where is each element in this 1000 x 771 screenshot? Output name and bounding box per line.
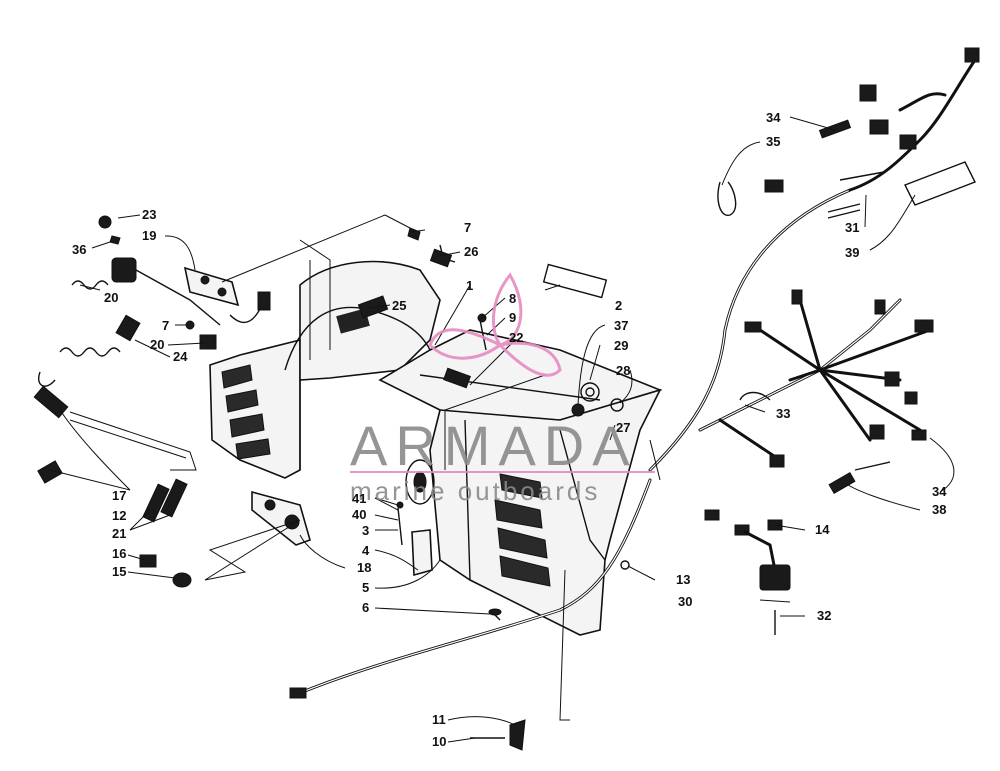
gauge-plate (251, 490, 311, 546)
choke-cable-assembly (33, 385, 197, 523)
callout-4: 4 (362, 543, 370, 558)
callout-6: 6 (362, 600, 369, 615)
callout-20-lower: 20 (150, 337, 164, 352)
lamp-switch-group (139, 519, 301, 588)
callout-36: 36 (72, 242, 86, 257)
callout-34-lower: 34 (932, 484, 947, 499)
callout-3: 3 (362, 523, 369, 538)
callout-8: 8 (509, 291, 516, 306)
callout-17: 17 (112, 488, 126, 503)
watermark: ARMADA marine outboards (350, 272, 655, 506)
callout-30: 30 (678, 594, 692, 609)
watermark-tagline: marine outboards (350, 476, 600, 506)
callout-13: 13 (676, 572, 690, 587)
callout-14: 14 (815, 522, 830, 537)
callout-16: 16 (112, 546, 126, 561)
watermark-logo (428, 272, 562, 377)
callout-27: 27 (616, 420, 630, 435)
callout-40: 40 (352, 507, 366, 522)
callout-25: 25 (392, 298, 406, 313)
callout-12: 12 (112, 508, 126, 523)
dash-panel-left-wing (209, 338, 301, 479)
callout-33: 33 (776, 406, 790, 421)
callout-23: 23 (142, 207, 156, 222)
callout-29: 29 (614, 338, 628, 353)
callout-35: 35 (766, 134, 780, 149)
callout-7-left: 7 (162, 318, 169, 333)
watermark-brand: ARMADA (350, 414, 638, 477)
dash-hood (284, 260, 441, 470)
callout-26: 26 (464, 244, 478, 259)
callout-7-upper: 7 (464, 220, 471, 235)
callout-2: 2 (615, 298, 622, 313)
wire-harness (648, 47, 980, 635)
ignition-switch-group (71, 215, 271, 350)
callout-24: 24 (173, 349, 188, 364)
callout-28: 28 (616, 363, 630, 378)
callout-41: 41 (352, 491, 366, 506)
callout-labels: 1 2 3 4 5 6 7 7 8 9 10 11 12 13 14 15 16… (72, 110, 947, 749)
callout-15: 15 (112, 564, 126, 579)
callout-11: 11 (432, 712, 446, 727)
callout-1: 1 (466, 278, 473, 293)
callout-19: 19 (142, 228, 156, 243)
key-cord-assembly (38, 314, 141, 387)
callout-31: 31 (845, 220, 859, 235)
leader-lines (49, 116, 955, 743)
callout-10: 10 (432, 734, 446, 749)
callout-37: 37 (614, 318, 628, 333)
callout-20-upper: 20 (104, 290, 118, 305)
callout-9: 9 (509, 310, 516, 325)
callout-38: 38 (932, 502, 946, 517)
small-parts (357, 227, 630, 621)
callout-21: 21 (112, 526, 126, 541)
callout-32: 32 (817, 608, 831, 623)
lower-cable (289, 478, 652, 751)
callout-22: 22 (509, 330, 523, 345)
callout-39: 39 (845, 245, 859, 260)
callout-5: 5 (362, 580, 369, 595)
callout-34-upper: 34 (766, 110, 781, 125)
switch-plate (183, 266, 240, 307)
callout-18: 18 (357, 560, 371, 575)
